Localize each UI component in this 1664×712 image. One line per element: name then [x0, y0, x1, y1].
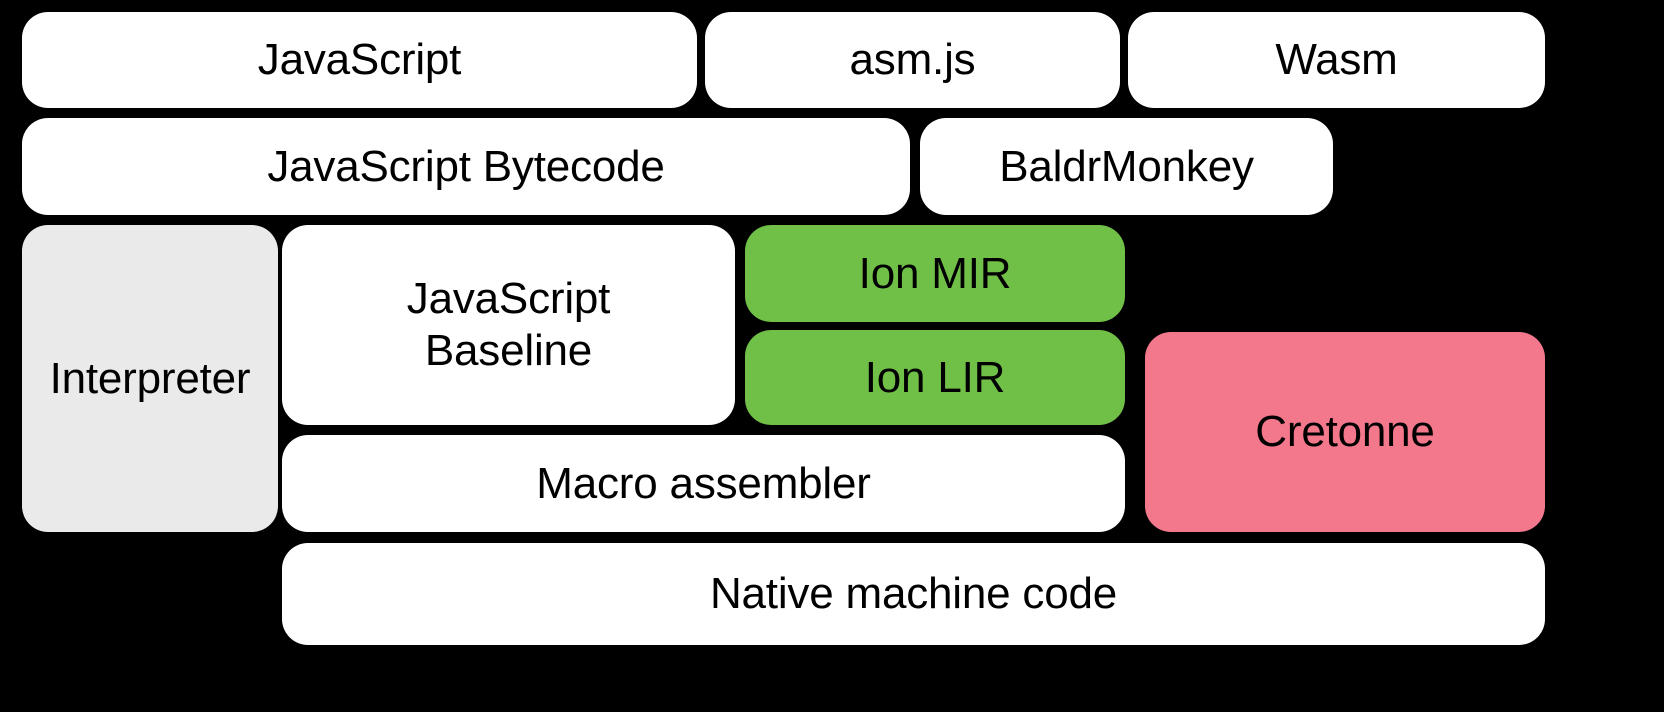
node-native-machine-code[interactable]: Native machine code [282, 543, 1545, 645]
node-interpreter[interactable]: Interpreter [22, 225, 278, 532]
node-javascript[interactable]: JavaScript [22, 12, 697, 108]
node-macro-assembler[interactable]: Macro assembler [282, 435, 1125, 532]
node-asmjs[interactable]: asm.js [705, 12, 1120, 108]
node-javascript-bytecode[interactable]: JavaScript Bytecode [22, 118, 910, 215]
node-wasm[interactable]: Wasm [1128, 12, 1545, 108]
node-cretonne[interactable]: Cretonne [1145, 332, 1545, 532]
node-ion-lir[interactable]: Ion LIR [745, 330, 1125, 425]
node-baldrmonkey[interactable]: BaldrMonkey [920, 118, 1333, 215]
node-javascript-baseline[interactable]: JavaScript Baseline [282, 225, 735, 425]
node-ion-mir[interactable]: Ion MIR [745, 225, 1125, 322]
